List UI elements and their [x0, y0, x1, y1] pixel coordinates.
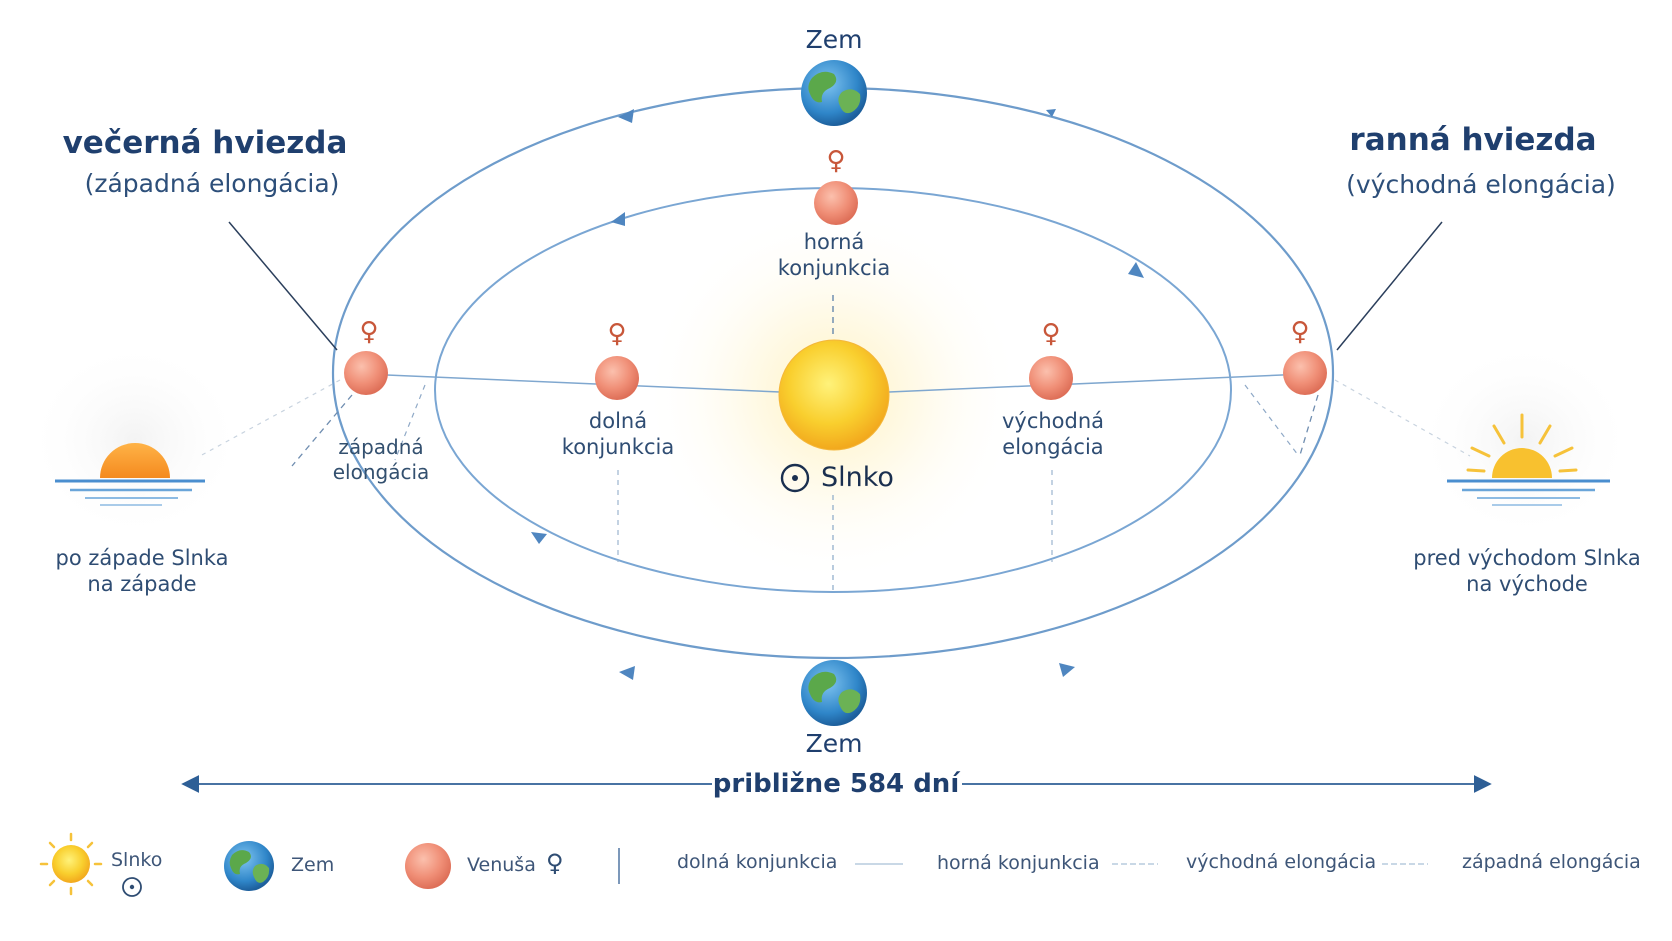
sight-line-east [887, 373, 1306, 393]
earth-top-label: Zem [805, 25, 863, 54]
morning-star-subtitle: (východná elongácia) [1346, 170, 1616, 199]
ray-east-2 [1244, 384, 1299, 456]
venus-superior [814, 181, 858, 225]
ray-east-3 [1334, 379, 1471, 457]
evening-star-title: večerná hviezda [62, 125, 348, 161]
earth-top-icon [801, 60, 867, 126]
sun-symbol-icon [780, 463, 810, 493]
legend-sun-symbol-icon [122, 877, 142, 897]
orbit-arrow [1128, 262, 1144, 278]
venus-symbol-superior: ♀ [826, 146, 846, 176]
earth-bottom-label: Zem [805, 729, 863, 758]
venus-inferior [595, 356, 639, 400]
orbit-arrow [619, 666, 635, 680]
west-horizon-glow [25, 340, 245, 540]
venus-symbol-eastern: ♀ [1041, 319, 1061, 349]
venus-symbol-inferior: ♀ [607, 319, 627, 349]
sunset-caption: po západe Slnka na západe [55, 546, 229, 597]
sunrise-icon [1447, 413, 1610, 506]
eastern-elongation-label: východná elongácia [1001, 409, 1105, 460]
orbit-arrow [531, 532, 547, 544]
western-elongation-label: západná elongácia [332, 435, 430, 484]
sun-label: Slnko [821, 462, 894, 493]
legend-venus-label: Venuša [467, 854, 536, 876]
venus-symbol-east: ♀ [1290, 317, 1310, 347]
evening-star-subtitle: (západná elongácia) [84, 169, 340, 198]
sunset-icon [55, 443, 205, 506]
ray-west-2 [394, 384, 426, 461]
orbit-arrow [1046, 109, 1056, 117]
orbit-arrow [618, 109, 634, 123]
superior-conjunction-label: horná konjunkcia [777, 230, 891, 281]
ray-west-1 [291, 394, 353, 467]
orbit-arrow [611, 212, 625, 226]
legend-eastern-elongation: východná elongácia [1186, 851, 1377, 873]
legend-earth-label: Zem [291, 854, 335, 876]
sun-icon [778, 339, 890, 451]
sunrise-caption: pred východom Slnka na východe [1413, 546, 1641, 597]
legend-sun-icon [39, 832, 103, 896]
venus-symbol-west: ♀ [359, 317, 379, 347]
orbit-arrow [1059, 663, 1075, 677]
legend-superior-conjunction: horná konjunkcia [937, 852, 1100, 874]
sight-line-west [364, 373, 781, 393]
legend-inferior-conjunction: dolná konjunkcia [677, 851, 838, 873]
synodic-period-label: približne 584 dní [712, 769, 960, 799]
legend-earth-icon [224, 841, 274, 891]
legend-venus-icon [405, 843, 451, 889]
legend-sun-label: Slnko [111, 849, 163, 871]
earth-bottom-icon [801, 660, 867, 726]
pointer-morning [1336, 221, 1443, 351]
pointer-evening [228, 221, 338, 351]
inferior-conjunction-label: dolná konjunkcia [561, 409, 675, 460]
legend-western-elongation: západná elongácia [1462, 851, 1641, 873]
legend-venus-symbol: ♀ [546, 849, 564, 877]
venus-west-elong [344, 351, 388, 395]
morning-star-title: ranná hviezda [1349, 122, 1597, 158]
venus-eastern [1029, 356, 1073, 400]
east-horizon-glow [1415, 340, 1635, 540]
venus-east-elong [1283, 351, 1327, 395]
